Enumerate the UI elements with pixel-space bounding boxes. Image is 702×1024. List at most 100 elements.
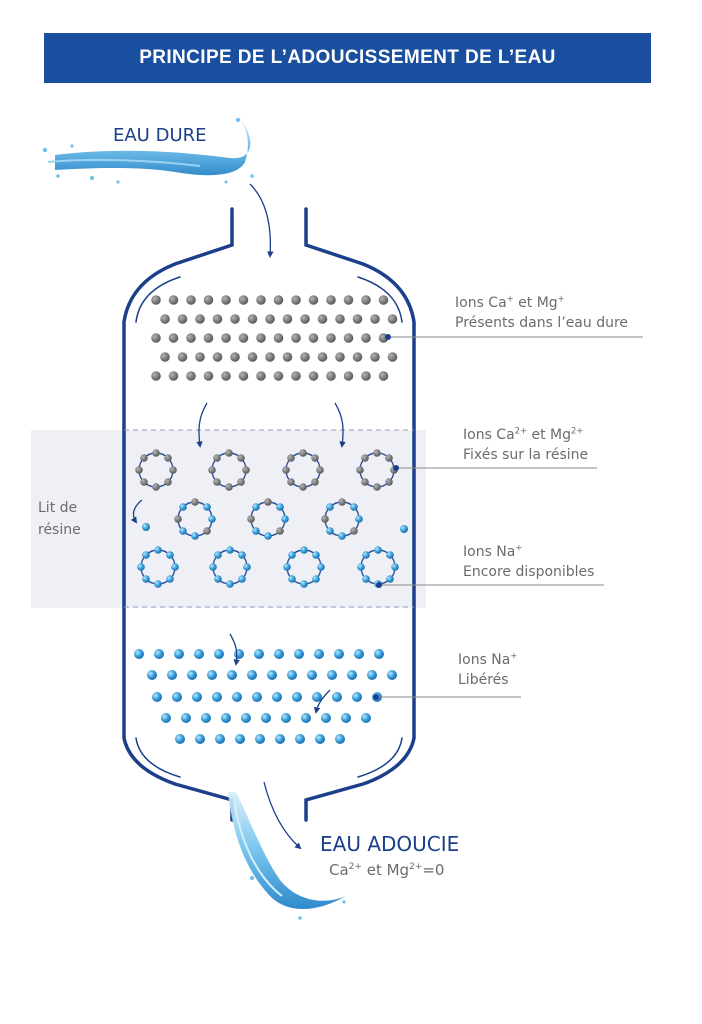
sodium-ion [272,692,282,702]
hard-ion [300,352,310,362]
resin-ion [361,478,369,486]
resin-bead [137,546,179,588]
sodium-ion [367,670,377,680]
resin-ion [385,478,393,486]
sodium-ion [232,692,242,702]
resin-ion [209,563,217,571]
hard-ion [230,314,240,324]
hard-ion [326,333,336,343]
resin-ion [179,527,187,535]
resin-ion [226,546,234,554]
hard-ion [186,371,196,381]
resin-ion [242,466,250,474]
hard-ion [308,371,319,381]
resin-ion [179,503,187,511]
vessel-outline [122,207,416,822]
resin-ion [361,454,369,462]
annotation-released-sodium: Ions Na+ Libérés [458,650,518,688]
resin-ion [152,449,160,457]
sodium-ion [334,649,344,659]
hard-ion [151,333,161,343]
hard-ion [361,295,371,305]
sodium-ion [181,713,191,723]
resin-ion [166,575,174,583]
resin-ion [299,449,307,457]
resin-ion [171,563,179,571]
hard-ion [343,295,354,305]
resin-ion [355,515,363,523]
resin-ion [316,466,324,474]
resin-ion [373,483,381,491]
sodium-ion [314,649,324,659]
hard-ion [326,295,336,305]
hard-ion [230,352,240,362]
hard-ion [265,352,275,362]
resin-ion [338,532,346,540]
resin-ion [225,483,233,491]
sodium-ion [275,734,285,744]
sodium-ion [361,713,371,723]
sodium-ion [374,649,384,659]
resin-ion [237,454,245,462]
hard-ion [335,352,345,362]
resin-ion [264,498,272,506]
hard-ion [282,314,293,324]
sodium-ion [214,649,224,659]
resin-boundaries [124,429,414,608]
resin-ion [214,575,222,583]
outlet-label: EAU ADOUCIE [320,832,460,856]
hard-ion [317,314,328,324]
sodium-ion [227,670,237,680]
resin-ion [386,575,394,583]
hard-ion [168,295,179,305]
hard-ion [352,352,363,362]
hard-ion [186,295,196,305]
hard-ion [335,314,345,324]
sodium-ion [147,670,157,680]
resin-ion [350,503,358,511]
resin-bed-label: Lit de résine [38,500,81,538]
sodium-ion [307,670,317,680]
sodium-ion [301,713,311,723]
resin-bead [321,498,363,540]
sodium-ion [261,713,271,723]
resin-ion [288,575,296,583]
resin-ion [288,551,296,559]
resin-bead [282,449,324,491]
resin-ion [203,503,211,511]
hard-ion [387,314,398,324]
hard-ion [343,333,354,343]
hard-ion [308,333,319,343]
sodium-ion [235,734,245,744]
resin-ion [312,551,320,559]
sodium-ion [312,692,322,702]
hard-ion [256,333,266,343]
hard-ion [238,371,249,381]
hard-ion [203,333,214,343]
resin-bead [174,498,216,540]
resin-ion [164,478,172,486]
resin-bead [357,546,399,588]
hard-ion [300,314,310,324]
resin-ion [287,478,295,486]
hard-ion [291,333,301,343]
annotation-anchors [373,334,399,700]
resin-ion [276,527,284,535]
resin-ion [317,563,325,571]
resin-ion [326,503,334,511]
hard-ion [195,314,205,324]
hard-water-ions [151,295,398,381]
annotation-hard-ions: Ions Ca+ et Mg+ Présents dans l’eau dure [455,293,629,331]
hard-ion [308,295,319,305]
page-title: PRINCIPE DE L’ADOUCISSEMENT DE L’EAU [139,47,556,68]
hard-ion [256,295,266,305]
hard-ion [212,314,223,324]
sodium-ion [161,713,171,723]
resin-ion [137,563,145,571]
resin-ion [174,515,182,523]
resin-ion [208,466,216,474]
resin-beads [135,449,399,588]
hard-ion [177,314,188,324]
sodium-ion [194,649,204,659]
hard-ion [168,333,179,343]
